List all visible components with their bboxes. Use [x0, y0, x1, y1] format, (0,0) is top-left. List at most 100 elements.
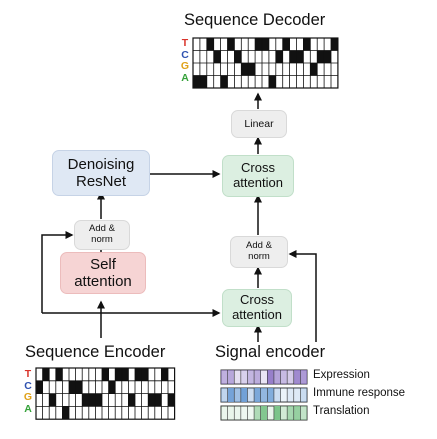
- signal-bar-cell: [227, 406, 235, 420]
- signal-bar-cell: [273, 388, 281, 402]
- signal-bar-cell: [247, 388, 255, 402]
- signal-bar-cell: [221, 406, 228, 420]
- signal-bar-cell: [287, 406, 294, 420]
- grid-cell-filled: [115, 368, 122, 381]
- legend-immune-response-label: Immune response: [313, 387, 406, 399]
- grid-cell-filled: [255, 38, 262, 51]
- signal-bar-cell: [280, 406, 288, 420]
- signal-bar-cell: [300, 388, 307, 402]
- grid-cell-filled: [206, 38, 214, 51]
- signal-bar-cell: [287, 388, 294, 402]
- encoder-base-labels: T C G A: [23, 368, 33, 415]
- base-letter-g: G: [180, 60, 190, 72]
- add-norm-right-block: Add & norm: [230, 236, 288, 268]
- arrow-signal-to-addnorm-right: [288, 250, 317, 342]
- grid-cell-filled: [289, 50, 297, 63]
- grid-cell-filled: [49, 393, 56, 407]
- signal-bar-cell: [293, 370, 301, 384]
- grid-cell-filled: [102, 368, 109, 381]
- denoising-resnet-block: Denoising ResNet: [52, 150, 150, 196]
- linear-block: Linear: [231, 110, 287, 138]
- base-letter-t: T: [181, 37, 189, 49]
- grid-cell-filled: [193, 75, 200, 88]
- grid-cell-filled: [199, 75, 207, 88]
- base-letter-c: C: [181, 48, 189, 61]
- signal-bar-cell: [280, 370, 288, 384]
- grid-cell-filled: [296, 50, 304, 63]
- grid-cell-filled: [141, 368, 149, 381]
- signal-bar-cell: [260, 370, 268, 384]
- cross-attention-top-block: Cross attention: [222, 155, 294, 197]
- grid-cell-filled: [154, 393, 162, 407]
- grid-cell-filled: [95, 393, 102, 407]
- grid-cell-filled: [248, 63, 256, 76]
- base-letter-g: G: [23, 391, 33, 403]
- signal-bar-cell: [234, 388, 241, 402]
- signal-bar-cell: [254, 388, 261, 402]
- grid-cell-filled: [121, 368, 129, 381]
- signal-bar-cell: [234, 406, 241, 420]
- grid-cell-filled: [310, 63, 318, 76]
- signal-bar-cell: [300, 370, 307, 384]
- grid-cell-filled: [128, 393, 135, 407]
- grid-cell-filled: [42, 368, 50, 381]
- sequence-encoder-title: Sequence Encoder: [25, 343, 166, 361]
- grid-cell-filled: [303, 38, 311, 51]
- grid-cell-filled: [88, 393, 96, 407]
- signal-bars: [220, 369, 308, 421]
- signal-encoder-title: Signal encoder: [215, 343, 326, 361]
- legend-translation-label: Translation: [313, 405, 370, 417]
- signal-bar-cell: [293, 406, 301, 420]
- signal-bar-cell: [267, 370, 274, 384]
- grid-cell-filled: [161, 368, 168, 381]
- grid-cell-filled: [36, 380, 43, 394]
- signal-bar-cell: [300, 406, 307, 420]
- sequence-decoder-title: Sequence Decoder: [184, 11, 326, 29]
- base-letter-c: C: [24, 379, 32, 392]
- signal-bar-cell: [221, 388, 228, 402]
- signal-bar-cell: [227, 388, 235, 402]
- signal-bar-cell: [260, 388, 268, 402]
- grid-cell-filled: [234, 50, 242, 63]
- signal-bar-cell: [240, 370, 248, 384]
- signal-bar-cell: [267, 406, 274, 420]
- signal-bar-cell: [247, 370, 255, 384]
- base-letter-t: T: [24, 368, 32, 380]
- grid-cell-filled: [262, 38, 269, 51]
- base-letter-a: A: [24, 402, 32, 415]
- decoder-base-labels: T C G A: [180, 37, 190, 84]
- grid-cell-filled: [220, 75, 228, 88]
- signal-bar-cell: [221, 370, 228, 384]
- grid-cell-filled: [241, 63, 249, 76]
- sequence-encoder-grid: [35, 367, 176, 420]
- grid-cell-filled: [75, 380, 83, 394]
- signal-bar-cell: [293, 388, 301, 402]
- signal-bar-cell: [254, 406, 261, 420]
- grid-cell-filled: [268, 75, 276, 88]
- grid-cell-filled: [55, 368, 63, 381]
- signal-bar-cell: [240, 388, 248, 402]
- grid-cell-filled: [317, 50, 325, 63]
- signal-bar-cell: [254, 370, 261, 384]
- grid-cell-filled: [324, 50, 331, 63]
- sequence-decoder-grid: [192, 37, 339, 89]
- base-letter-a: A: [181, 71, 189, 84]
- self-attention-block: Self attention: [60, 252, 146, 294]
- grid-cell-filled: [282, 38, 290, 51]
- cross-attention-bottom-block: Cross attention: [222, 289, 292, 327]
- grid-cell-filled: [227, 38, 235, 51]
- arrow-residual-to-addnorm-left: [41, 231, 74, 313]
- signal-bar-cell: [227, 370, 235, 384]
- signal-bar-cell: [280, 388, 288, 402]
- grid-cell-filled: [108, 380, 116, 394]
- signal-bar-cell: [260, 406, 268, 420]
- grid-cell-filled: [69, 380, 76, 394]
- grid-cell-filled: [148, 393, 155, 407]
- add-norm-left-block: Add & norm: [74, 220, 130, 250]
- signal-bar-cell: [247, 406, 255, 420]
- grid-cell-filled: [168, 393, 175, 407]
- signal-bar-cell: [234, 370, 241, 384]
- signal-bar-cell: [273, 406, 281, 420]
